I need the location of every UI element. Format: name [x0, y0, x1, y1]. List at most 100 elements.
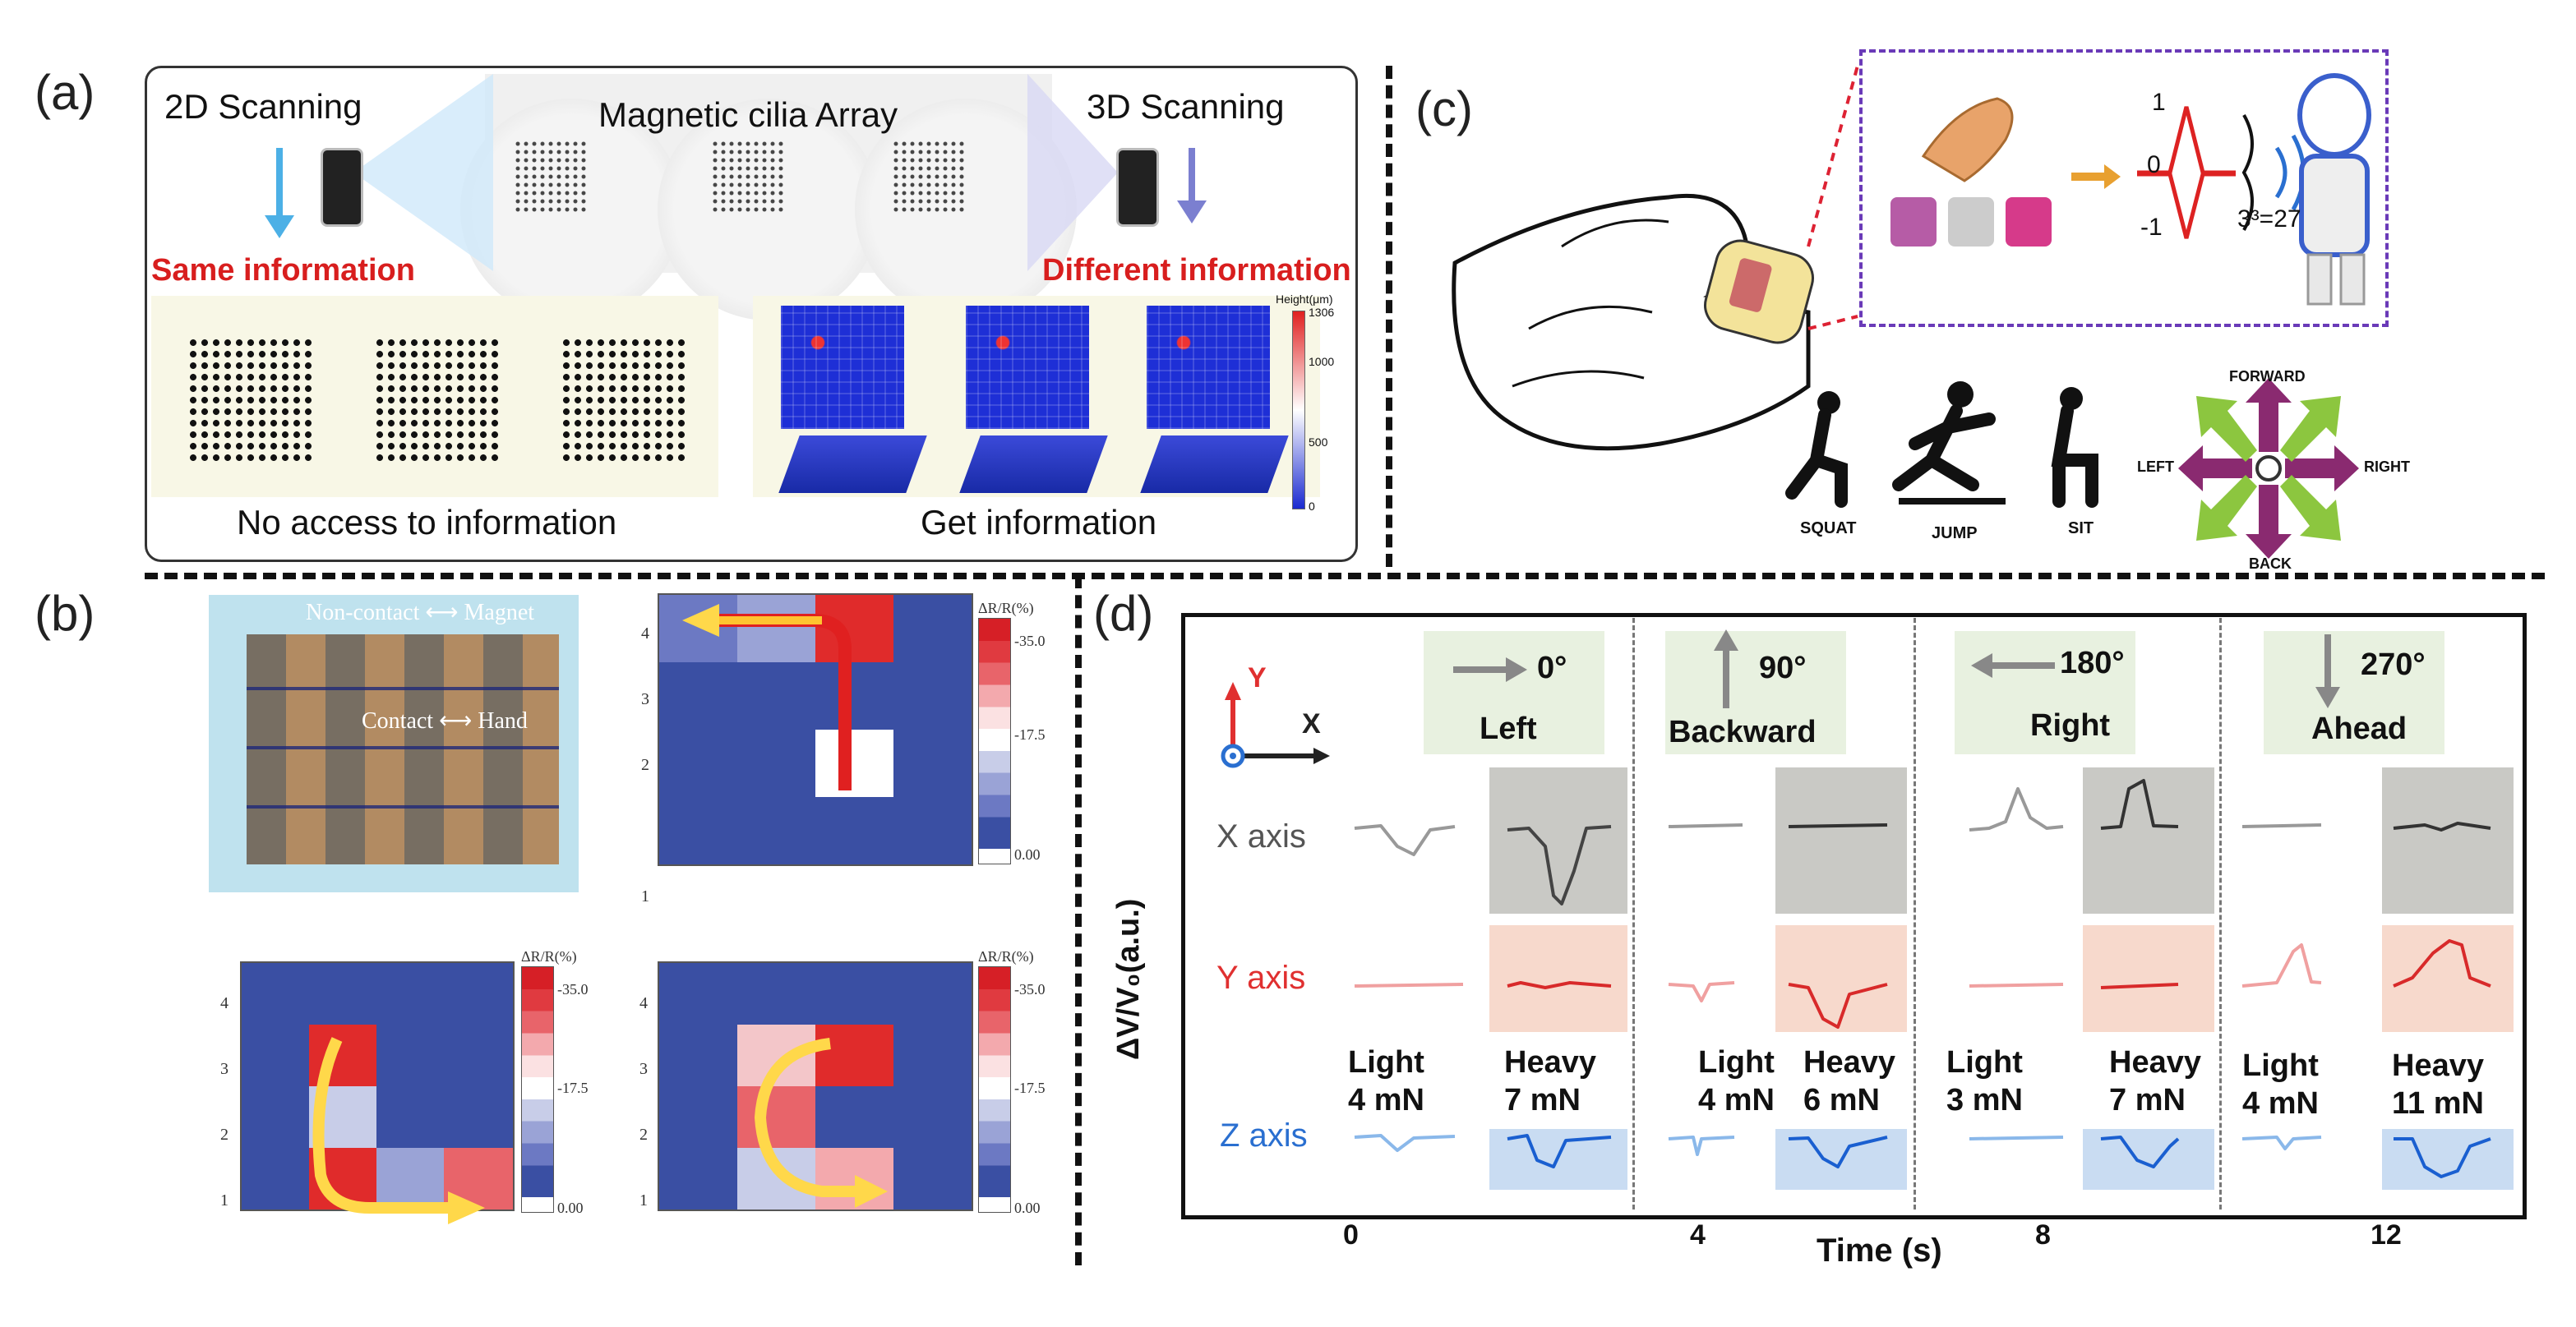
segment-4-angle: 270°	[2361, 647, 2426, 682]
segment-3-heavy-force: 7 mN	[2109, 1083, 2186, 1117]
segment-divider-3	[2219, 618, 2222, 1210]
different-information-label: Different information	[1042, 253, 1351, 288]
same-information-label: Same information	[151, 253, 415, 288]
hm-top-y-tick-2: 2	[641, 756, 649, 774]
segment-divider-1	[1632, 618, 1635, 1210]
segment-1-heavy: Heavy	[1504, 1045, 1596, 1080]
colorbar-top-title: ΔR/R(%)	[978, 600, 1034, 616]
d-x-tick-8: 8	[2035, 1219, 2051, 1251]
direction-back: BACK	[2249, 555, 2292, 572]
segment-4-light: Light	[2242, 1048, 2319, 1083]
separator-top-bottom	[145, 573, 2545, 579]
segment-1-header	[1424, 631, 1604, 754]
colorbar-top-tick-1: -17.5	[1014, 726, 1046, 743]
dot-grid-2	[374, 337, 501, 463]
segment-1-light-force: 4 mN	[1348, 1083, 1424, 1117]
d-x-tick-12: 12	[2371, 1219, 2402, 1251]
colorbar-bl-title: ΔR/R(%)	[521, 948, 577, 965]
hm-bl-y-tick-4: 4	[220, 994, 229, 1012]
scan-3d-map-2	[966, 306, 1089, 429]
colorbar-bl-tick-2: 0.00	[557, 1200, 584, 1216]
colorbar-top-tick-0: -35.0	[1014, 633, 1046, 649]
colorbar-tick-0: 1306	[1309, 306, 1335, 319]
segment-divider-2	[1914, 618, 1916, 1210]
segment-3-heavy: Heavy	[2109, 1045, 2201, 1080]
scan-3d-map-1	[781, 306, 904, 429]
colorbar-bl-tick-0: -35.0	[557, 981, 589, 998]
segment-3-header	[1955, 631, 2135, 754]
dot-grid-3	[561, 337, 687, 463]
hm-br-y-tick-1: 1	[639, 1191, 648, 1210]
signal-level-0: 0	[2147, 151, 2161, 178]
segment-1-light: Light	[1348, 1045, 1424, 1080]
colorbar-bottom-left	[521, 966, 554, 1213]
segment-3-angle: 180°	[2060, 646, 2125, 680]
segment-3-y-heavy-bg	[2083, 925, 2214, 1032]
segment-4-header	[2264, 631, 2444, 754]
panel-label-a: (a)	[35, 65, 95, 120]
direction-left: LEFT	[2137, 458, 2174, 475]
segment-2-light-force: 4 mN	[1698, 1083, 1775, 1117]
get-information-caption: Get information	[921, 503, 1157, 541]
segment-2-direction: Backward	[1669, 715, 1817, 749]
hm-bl-y-tick-1: 1	[220, 1191, 229, 1210]
hm-br-y-tick-4: 4	[639, 994, 648, 1012]
height-colorbar	[1292, 311, 1305, 509]
segment-3-direction: Right	[2030, 708, 2111, 743]
cilia-array-title: Magnetic cilia Array	[598, 95, 898, 134]
segment-3-light: Light	[1946, 1045, 2023, 1080]
separator-a-c	[1386, 66, 1392, 567]
cilia-pattern-1	[514, 140, 588, 214]
panel-d-frame	[1181, 613, 2527, 1219]
dot-grid-1	[187, 337, 314, 463]
colorbar-tick-3: 0	[1309, 500, 1315, 513]
colorbar-tick-1: 1000	[1309, 355, 1335, 368]
cilia-pattern-2	[711, 140, 785, 214]
heatmap-top	[658, 593, 973, 866]
hm-top-y-tick-1: 1	[641, 887, 649, 905]
hm-top-y-tick-4: 4	[641, 624, 649, 643]
segment-4-light-force: 4 mN	[2242, 1086, 2319, 1121]
d-x-tick-0: 0	[1343, 1219, 1359, 1251]
segment-2-light: Light	[1698, 1045, 1775, 1080]
contact-label: Contact ⟷ Hand	[362, 708, 528, 734]
direction-right: RIGHT	[2364, 458, 2410, 475]
hm-top-y-tick-3: 3	[641, 690, 649, 708]
segment-1-direction: Left	[1480, 712, 1537, 746]
colorbar-bl-tick-1: -17.5	[557, 1080, 589, 1096]
coord-x-label: X	[1302, 708, 1321, 740]
hm-br-y-tick-2: 2	[639, 1126, 648, 1144]
hm-br-y-tick-3: 3	[639, 1060, 648, 1078]
colorbar-top-tick-2: 0.00	[1014, 846, 1041, 863]
d-x-tick-4: 4	[1690, 1219, 1706, 1251]
pose-squat-label: SQUAT	[1800, 519, 1857, 537]
colorbar-br-tick-2: 0.00	[1014, 1200, 1041, 1216]
coord-y-label: Y	[1248, 662, 1267, 693]
segment-2-angle: 90°	[1759, 651, 1807, 685]
d-x-axis-label: Time (s)	[1817, 1233, 1942, 1269]
colorbar-bottom-right	[978, 966, 1011, 1213]
heatmap-bottom-right	[658, 961, 973, 1211]
segment-2-heavy: Heavy	[1803, 1045, 1895, 1080]
scan-3d-map-3	[1147, 306, 1270, 429]
segment-2-heavy-force: 6 mN	[1803, 1083, 1880, 1117]
phone-3d-icon	[1116, 148, 1159, 227]
colorbar-br-title: ΔR/R(%)	[978, 948, 1034, 965]
combination-count: 3³=27	[2237, 205, 2301, 233]
inset-frame	[1859, 49, 2389, 327]
signal-level-neg1: -1	[2140, 214, 2163, 241]
hm-bl-y-tick-3: 3	[220, 1060, 229, 1078]
scan-3d-title: 3D Scanning	[1087, 87, 1285, 126]
segment-4-heavy: Heavy	[2392, 1048, 2484, 1083]
segment-2-x-heavy-bg	[1775, 767, 1907, 914]
sensor-wires	[247, 634, 559, 864]
